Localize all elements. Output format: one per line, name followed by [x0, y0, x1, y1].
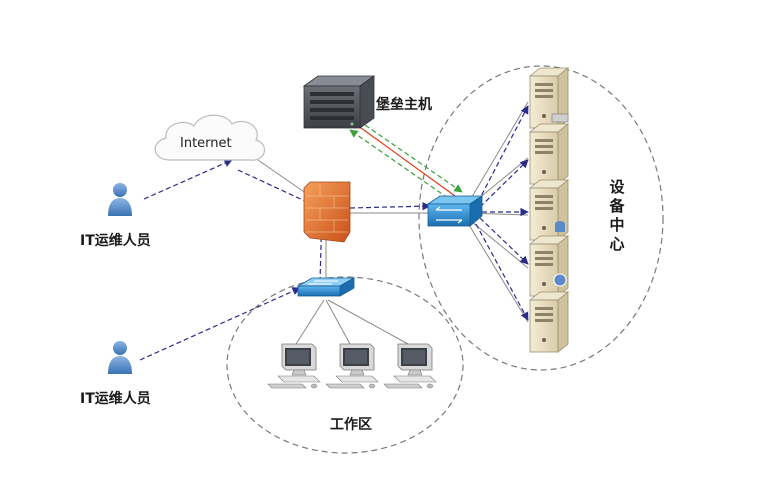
firewall-icon: [303, 181, 351, 243]
switch-icon: [426, 195, 484, 227]
server-icon: [529, 179, 569, 241]
server-icon: [529, 123, 569, 185]
audit-link-green-back: [349, 129, 449, 199]
desktop-pc-icon: [267, 343, 321, 389]
bastion-host-label: 堡垒主机: [376, 97, 432, 113]
workspace-zone: [226, 276, 464, 454]
ops-user-label-top: IT运维人员: [80, 233, 151, 249]
cloud-icon: [154, 114, 266, 161]
datacenter-zone: [418, 65, 664, 371]
desktop-pc-icon: [383, 343, 437, 389]
workspace-label: 工作区: [330, 417, 372, 433]
ops-user-label-bottom: IT运维人员: [80, 391, 151, 407]
desktop-pc-icon: [325, 343, 379, 389]
server-icon: [529, 67, 569, 129]
rack-server-icon: [302, 75, 376, 129]
server-icon: [529, 291, 569, 353]
user-icon: [108, 183, 132, 216]
user-icon: [108, 341, 132, 374]
access-switch-icon: [296, 277, 356, 297]
audit-link-red: [349, 119, 456, 197]
physical-links: [257, 101, 529, 345]
audit-link-green-out: [351, 115, 463, 193]
datacenter-label: 设备中心: [609, 178, 625, 253]
internet-label: Internet: [180, 136, 232, 151]
server-icon: [529, 235, 569, 297]
